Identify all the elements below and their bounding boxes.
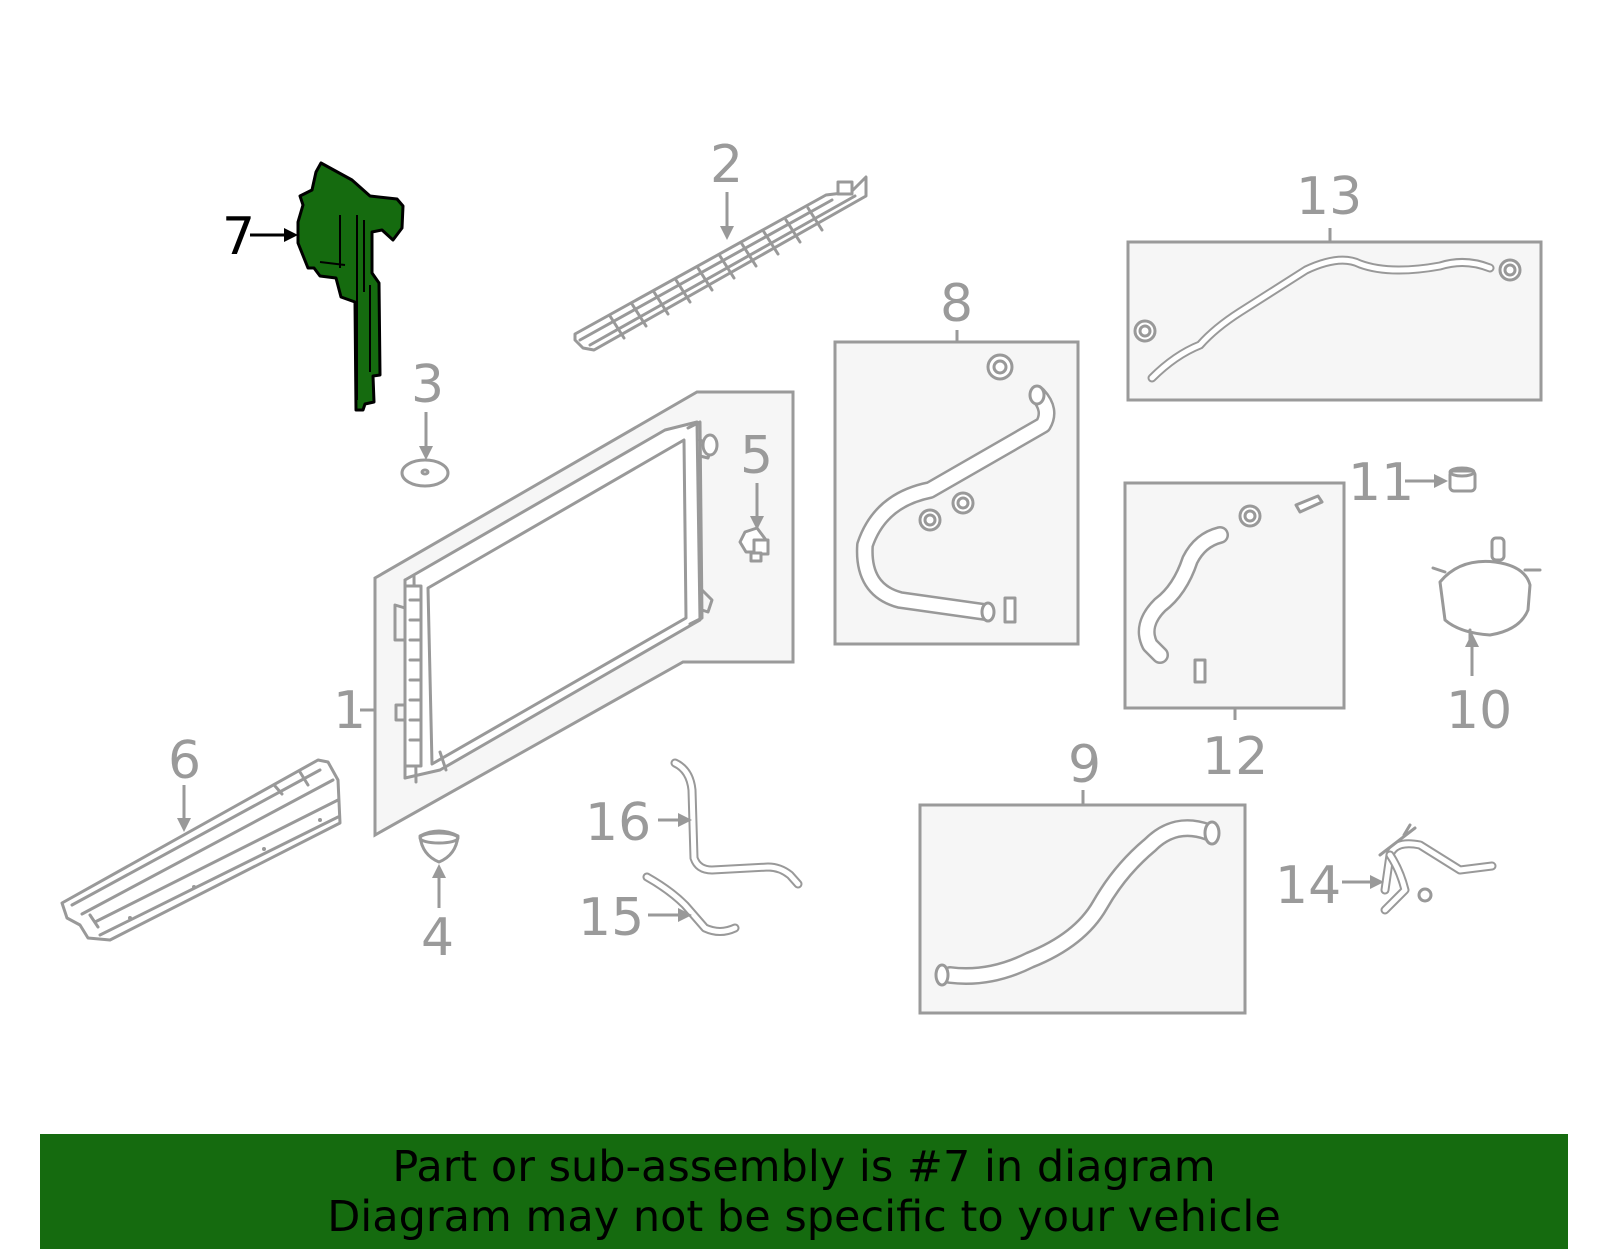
callout-15[interactable]: 15 (578, 888, 644, 948)
part-7-air-guide[interactable] (296, 161, 405, 412)
callout-1[interactable]: 1 (333, 681, 366, 741)
part-15-pipe-inner (644, 874, 738, 934)
part-4-insulator-top (418, 831, 460, 845)
part-14-pipe[interactable] (1378, 823, 1497, 915)
banner-line-1: Part or sub-assembly is #7 in diagram (392, 1142, 1216, 1192)
part-1-radiator[interactable] (393, 420, 719, 784)
callout-16[interactable]: 16 (585, 793, 651, 853)
part-8-upper-hose[interactable] (855, 353, 1056, 624)
callout-7[interactable]: 7 (222, 207, 255, 267)
part-16-pipe-inner (672, 760, 801, 887)
part-5-drain-plug[interactable] (738, 526, 770, 563)
callout-14[interactable]: 14 (1275, 856, 1341, 916)
arrowhead-6 (177, 818, 191, 832)
callout-3[interactable]: 3 (411, 355, 444, 415)
part-4-insulator[interactable] (418, 829, 460, 864)
part-13-reservoir-hose[interactable] (1133, 255, 1522, 383)
arrowhead-15 (678, 908, 692, 922)
arrowhead-2 (720, 226, 734, 240)
arrowhead-5 (750, 516, 764, 530)
part-10-reservoir-tank[interactable] (1431, 536, 1542, 642)
arrowhead-11 (1434, 474, 1448, 488)
callout-4[interactable]: 4 (421, 908, 454, 968)
callout-2[interactable]: 2 (710, 135, 743, 195)
callout-8[interactable]: 8 (940, 274, 973, 334)
part-6-lower-seal[interactable] (60, 758, 342, 942)
callout-9[interactable]: 9 (1068, 735, 1101, 795)
part-2-upper-seal[interactable] (573, 175, 868, 352)
info-banner: Part or sub-assembly is #7 in diagram Di… (40, 1134, 1568, 1249)
callout-5[interactable]: 5 (740, 426, 773, 486)
part-3-washer-hole (420, 468, 430, 476)
callout-10[interactable]: 10 (1446, 681, 1512, 741)
callout-13[interactable]: 13 (1296, 167, 1362, 227)
callout-6[interactable]: 6 (168, 731, 201, 791)
part-9-lower-hose[interactable] (934, 819, 1221, 987)
part-7-rib-detail (319, 215, 371, 400)
part-11-cap[interactable] (1448, 466, 1477, 493)
arrowhead-10 (1465, 633, 1479, 647)
frame-hose-13 (1126, 240, 1543, 402)
callout-11[interactable]: 11 (1348, 453, 1414, 513)
arrowhead-14 (1370, 875, 1384, 889)
arrowhead-16 (678, 813, 692, 827)
banner-line-2: Diagram may not be specific to your vehi… (327, 1192, 1281, 1242)
arrowhead-4 (432, 864, 446, 878)
arrowhead-3 (419, 446, 433, 460)
part-12-small-hose[interactable] (1137, 494, 1324, 684)
arrowhead-7 (284, 228, 298, 242)
callout-12[interactable]: 12 (1202, 727, 1268, 787)
